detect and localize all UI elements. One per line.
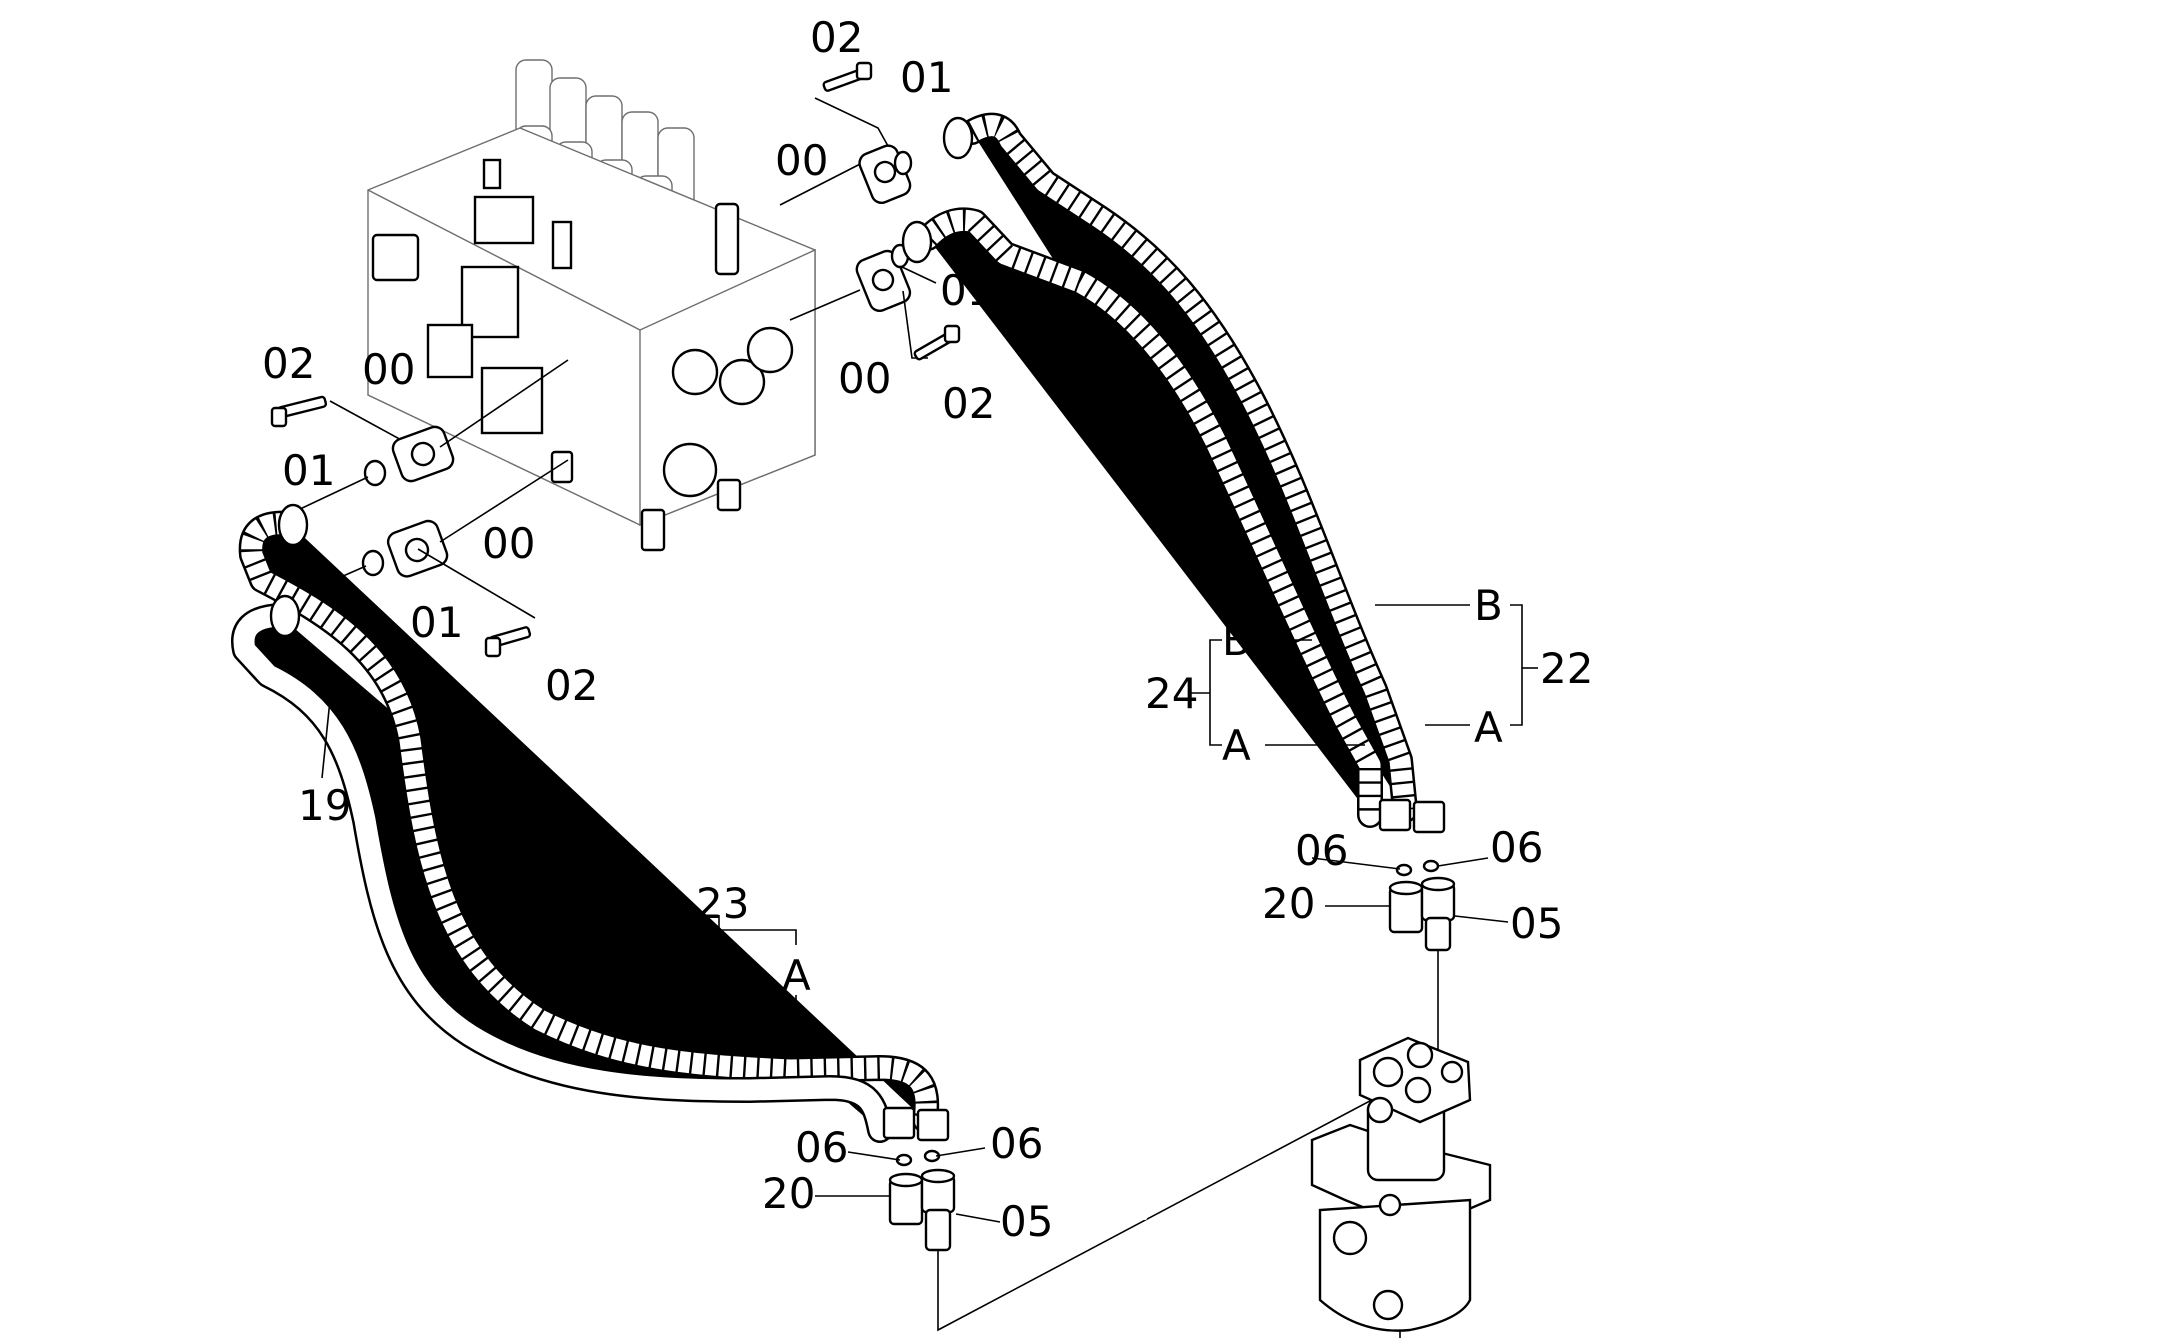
label-right-oring-left: 06 (1295, 826, 1348, 875)
left-flange-top (391, 425, 455, 483)
label-left-oring-top: 01 (282, 446, 335, 495)
label-right-fitting-05: 05 (1510, 899, 1563, 948)
top-flange-group (789, 61, 961, 361)
label-valve-flange-mid: 00 (838, 354, 891, 403)
label-bottom-oring-left: 06 (795, 1123, 848, 1172)
left-flange-group (270, 359, 569, 658)
top-bolt-02-b (913, 324, 961, 361)
label-assy-22-a: A (1474, 703, 1503, 752)
label-left-flange-top: 00 (362, 345, 415, 394)
label-valve-oring-mid: 01 (940, 266, 993, 315)
right-fittings (1311, 857, 1509, 1070)
left-flange-bottom (386, 519, 449, 578)
swivel-joint (1310, 1036, 1492, 1338)
label-assy-23: 23 (696, 879, 749, 928)
top-oring-01-a (893, 150, 913, 176)
bottom-fittings (815, 1067, 1433, 1332)
label-leaders (321, 604, 1538, 1050)
label-assy-23-b: B (628, 951, 657, 1000)
hose-pair-left (244, 503, 950, 1140)
left-oring-bottom (361, 549, 385, 577)
right-oring-right (1422, 859, 1440, 873)
label-bottom-oring-right: 06 (990, 1119, 1043, 1168)
control-valve (367, 59, 869, 552)
bottom-fitting-05 (920, 1168, 956, 1252)
left-oring-top (363, 459, 387, 487)
bottom-fitting-20 (888, 1172, 924, 1226)
left-bolt-bottom (484, 626, 532, 658)
label-right-fitting-20: 20 (1262, 879, 1315, 928)
label-left-bolt-bottom: 02 (545, 661, 598, 710)
label-left-flange-bottom: 00 (482, 519, 535, 568)
hose-pair-right (901, 118, 1446, 834)
right-fitting-20 (1388, 880, 1424, 934)
label-assy-23-a: A (782, 951, 811, 1000)
label-bottom-fitting-05: 05 (1000, 1197, 1053, 1246)
label-left-oring-bottom: 01 (410, 598, 463, 647)
label-assy-24-b: B (1222, 616, 1251, 665)
label-assy-22: 22 (1540, 644, 1593, 693)
label-assy-22-b: B (1474, 581, 1503, 630)
label-valve-bolt-mid: 02 (942, 379, 995, 428)
label-valve-oring-top: 01 (900, 53, 953, 102)
label-left-bolt-top: 02 (262, 339, 315, 388)
label-right-oring-right: 06 (1490, 823, 1543, 872)
part-labels: 02 01 00 01 00 02 02 00 01 00 01 02 19 2… (262, 13, 1593, 1246)
label-hose-19: 19 (298, 781, 351, 830)
left-bolt-top (270, 395, 328, 428)
label-bottom-fitting-20: 20 (762, 1169, 815, 1218)
label-valve-bolt-top: 02 (810, 13, 863, 62)
top-bolt-02 (822, 61, 873, 92)
label-valve-flange-top: 00 (775, 136, 828, 185)
right-oring-left (1395, 863, 1413, 877)
label-assy-24: 24 (1145, 669, 1198, 718)
right-fitting-05 (1420, 876, 1456, 952)
label-assy-24-a: A (1222, 721, 1251, 770)
